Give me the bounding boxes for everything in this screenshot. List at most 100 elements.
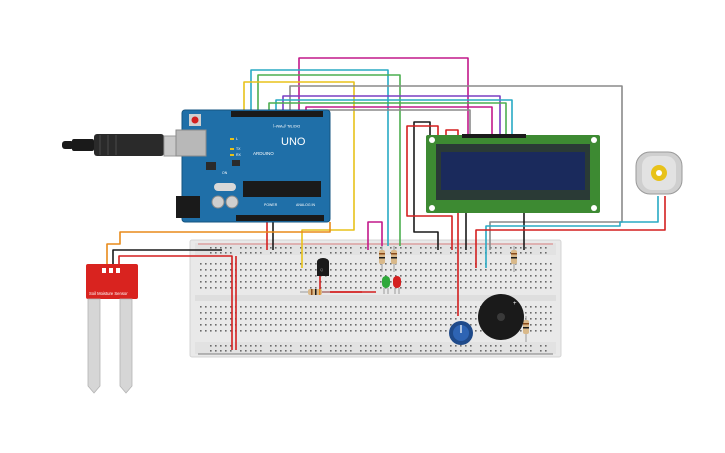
breadboard-hole[interactable]: [340, 269, 342, 271]
breadboard-hole[interactable]: [260, 312, 262, 314]
breadboard-hole[interactable]: [430, 269, 432, 271]
breadboard-hole[interactable]: [210, 324, 212, 326]
breadboard-hole[interactable]: [200, 269, 202, 271]
breadboard-hole[interactable]: [535, 330, 537, 332]
breadboard-hole[interactable]: [295, 318, 297, 320]
breadboard-hole[interactable]: [345, 318, 347, 320]
breadboard-hole[interactable]: [225, 306, 227, 308]
breadboard-hole[interactable]: [485, 269, 487, 271]
breadboard-hole[interactable]: [440, 281, 442, 283]
breadboard-hole[interactable]: [305, 324, 307, 326]
breadboard-hole[interactable]: [220, 345, 222, 347]
breadboard-hole[interactable]: [445, 318, 447, 320]
breadboard-hole[interactable]: [215, 350, 217, 352]
breadboard-hole[interactable]: [410, 318, 412, 320]
breadboard-hole[interactable]: [545, 263, 547, 265]
breadboard-hole[interactable]: [550, 312, 552, 314]
breadboard-hole[interactable]: [470, 252, 472, 254]
breadboard-hole[interactable]: [520, 252, 522, 254]
breadboard-hole[interactable]: [280, 287, 282, 289]
breadboard-hole[interactable]: [390, 345, 392, 347]
breadboard-hole[interactable]: [300, 330, 302, 332]
breadboard-hole[interactable]: [435, 263, 437, 265]
breadboard-hole[interactable]: [325, 312, 327, 314]
breadboard-hole[interactable]: [535, 306, 537, 308]
breadboard-hole[interactable]: [435, 269, 437, 271]
breadboard-hole[interactable]: [450, 312, 452, 314]
breadboard-hole[interactable]: [345, 263, 347, 265]
breadboard-hole[interactable]: [265, 312, 267, 314]
breadboard-hole[interactable]: [460, 269, 462, 271]
breadboard-hole[interactable]: [400, 306, 402, 308]
breadboard-hole[interactable]: [260, 247, 262, 249]
breadboard-hole[interactable]: [540, 275, 542, 277]
breadboard-hole[interactable]: [230, 269, 232, 271]
breadboard-hole[interactable]: [545, 345, 547, 347]
breadboard-hole[interactable]: [250, 318, 252, 320]
arduino-uno[interactable]: UNO ARDUINO DIGITAL (PWM~) POWER ANALOG …: [175, 109, 331, 223]
breadboard-hole[interactable]: [420, 247, 422, 249]
breadboard-hole[interactable]: [440, 306, 442, 308]
breadboard-hole[interactable]: [385, 269, 387, 271]
breadboard-hole[interactable]: [480, 287, 482, 289]
breadboard-hole[interactable]: [385, 330, 387, 332]
breadboard-hole[interactable]: [545, 350, 547, 352]
breadboard-hole[interactable]: [455, 281, 457, 283]
breadboard-hole[interactable]: [275, 312, 277, 314]
breadboard-hole[interactable]: [295, 281, 297, 283]
breadboard-hole[interactable]: [220, 269, 222, 271]
breadboard-hole[interactable]: [215, 263, 217, 265]
breadboard-hole[interactable]: [375, 350, 377, 352]
breadboard-hole[interactable]: [325, 306, 327, 308]
breadboard-hole[interactable]: [435, 324, 437, 326]
temperature-sensor[interactable]: Q: [317, 258, 329, 276]
breadboard-hole[interactable]: [310, 350, 312, 352]
breadboard-hole[interactable]: [200, 318, 202, 320]
breadboard-hole[interactable]: [315, 252, 317, 254]
soil-moisture-sensor[interactable]: Soil Moisture Sensor: [86, 264, 138, 394]
breadboard-hole[interactable]: [350, 281, 352, 283]
breadboard-hole[interactable]: [525, 287, 527, 289]
breadboard-hole[interactable]: [405, 330, 407, 332]
breadboard-hole[interactable]: [515, 269, 517, 271]
breadboard-hole[interactable]: [280, 306, 282, 308]
breadboard-hole[interactable]: [295, 312, 297, 314]
breadboard-hole[interactable]: [215, 324, 217, 326]
breadboard-hole[interactable]: [310, 263, 312, 265]
breadboard-hole[interactable]: [350, 330, 352, 332]
breadboard-hole[interactable]: [245, 312, 247, 314]
breadboard-hole[interactable]: [435, 287, 437, 289]
breadboard-hole[interactable]: [250, 269, 252, 271]
breadboard-hole[interactable]: [255, 324, 257, 326]
breadboard-hole[interactable]: [265, 306, 267, 308]
breadboard-hole[interactable]: [255, 318, 257, 320]
breadboard-hole[interactable]: [255, 281, 257, 283]
breadboard-hole[interactable]: [435, 247, 437, 249]
breadboard-hole[interactable]: [205, 318, 207, 320]
breadboard-hole[interactable]: [315, 345, 317, 347]
breadboard-hole[interactable]: [405, 345, 407, 347]
breadboard-hole[interactable]: [270, 306, 272, 308]
breadboard-hole[interactable]: [335, 345, 337, 347]
breadboard-hole[interactable]: [490, 287, 492, 289]
breadboard-hole[interactable]: [425, 306, 427, 308]
breadboard-hole[interactable]: [230, 252, 232, 254]
breadboard-hole[interactable]: [375, 252, 377, 254]
breadboard-hole[interactable]: [455, 275, 457, 277]
breadboard-hole[interactable]: [215, 281, 217, 283]
breadboard-hole[interactable]: [215, 318, 217, 320]
breadboard-hole[interactable]: [225, 324, 227, 326]
breadboard-hole[interactable]: [330, 281, 332, 283]
breadboard-hole[interactable]: [395, 275, 397, 277]
breadboard-hole[interactable]: [310, 275, 312, 277]
breadboard-hole[interactable]: [220, 247, 222, 249]
breadboard-hole[interactable]: [440, 275, 442, 277]
breadboard-hole[interactable]: [385, 318, 387, 320]
breadboard-hole[interactable]: [290, 318, 292, 320]
breadboard-hole[interactable]: [250, 275, 252, 277]
breadboard-hole[interactable]: [345, 269, 347, 271]
breadboard-hole[interactable]: [495, 275, 497, 277]
breadboard-hole[interactable]: [335, 318, 337, 320]
breadboard-hole[interactable]: [495, 287, 497, 289]
breadboard-hole[interactable]: [300, 263, 302, 265]
